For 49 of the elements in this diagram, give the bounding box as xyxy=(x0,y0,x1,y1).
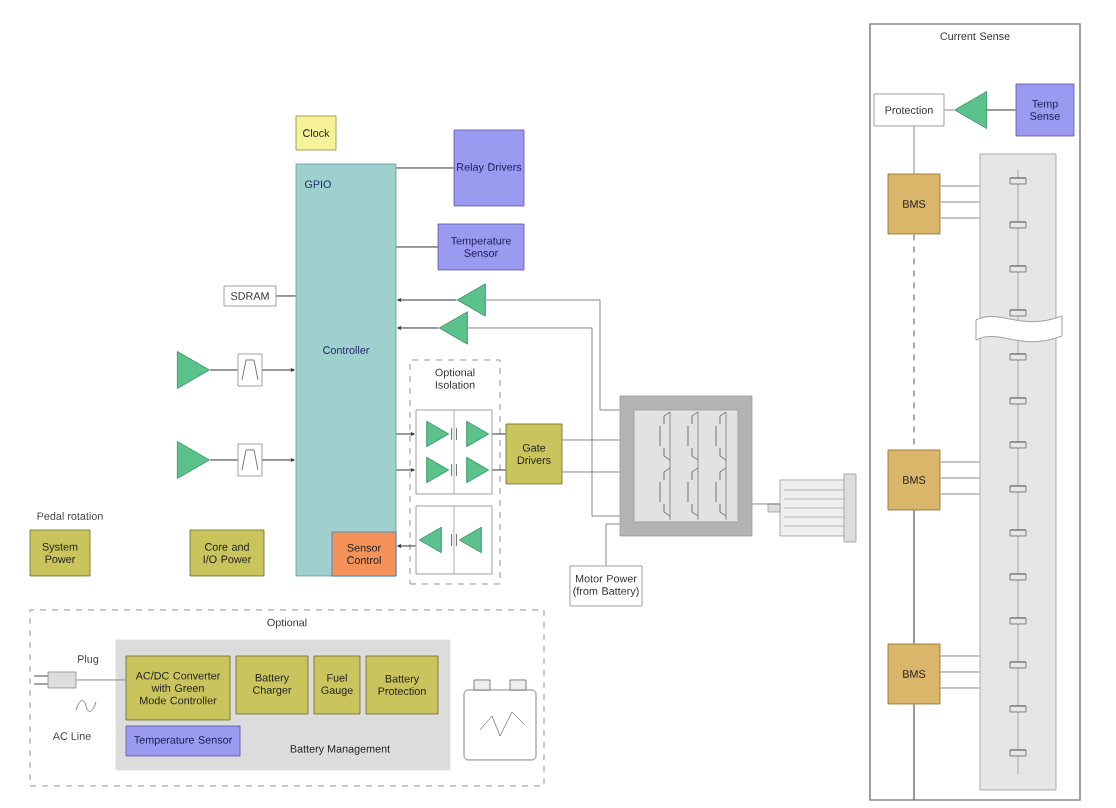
connector-line xyxy=(561,439,621,441)
amplifier-triangle xyxy=(176,441,210,479)
connector-line xyxy=(939,493,981,495)
filter-box xyxy=(237,353,263,387)
connector-line xyxy=(485,299,621,411)
connector-line xyxy=(939,217,981,219)
connector-line xyxy=(491,469,507,471)
connector-line xyxy=(395,246,439,248)
arrow xyxy=(261,368,295,372)
connector-line xyxy=(75,679,127,681)
connector-line xyxy=(939,201,981,203)
amplifier-triangle xyxy=(954,91,988,129)
isolator-box xyxy=(415,409,493,495)
arrow xyxy=(397,326,440,330)
motor-drawing xyxy=(767,473,857,543)
battery-cell-stack xyxy=(975,153,1063,791)
amplifier-triangle xyxy=(438,311,468,345)
arrow xyxy=(397,544,417,548)
connector-line xyxy=(943,109,955,111)
connector-line xyxy=(939,655,981,657)
arrow xyxy=(395,432,415,436)
connector-line xyxy=(939,461,981,463)
connector-line xyxy=(605,523,621,567)
isolator-box xyxy=(415,505,493,575)
arrow xyxy=(397,298,458,302)
connector-line xyxy=(913,703,915,801)
connector-line xyxy=(939,185,981,187)
connector-line xyxy=(275,295,297,297)
connector-line xyxy=(986,109,1017,111)
amplifier-triangle xyxy=(176,351,210,389)
connector-line xyxy=(467,327,621,517)
connector-line xyxy=(209,459,239,461)
arrow xyxy=(395,468,415,472)
connector-line xyxy=(491,433,507,435)
connector-line xyxy=(913,125,915,175)
plug-drawing xyxy=(33,671,77,689)
connector-line xyxy=(209,369,239,371)
connector-line xyxy=(751,503,781,505)
connector-line xyxy=(395,167,455,169)
connector-line xyxy=(939,687,981,689)
connector-line xyxy=(561,471,621,473)
connector-line xyxy=(913,234,915,450)
filter-box xyxy=(237,443,263,477)
connector-line xyxy=(939,671,981,673)
connector-line xyxy=(939,477,981,479)
arrow xyxy=(261,458,295,462)
inverter-bridge xyxy=(619,395,753,537)
connector-line xyxy=(913,509,915,645)
amplifier-triangle xyxy=(456,283,486,317)
